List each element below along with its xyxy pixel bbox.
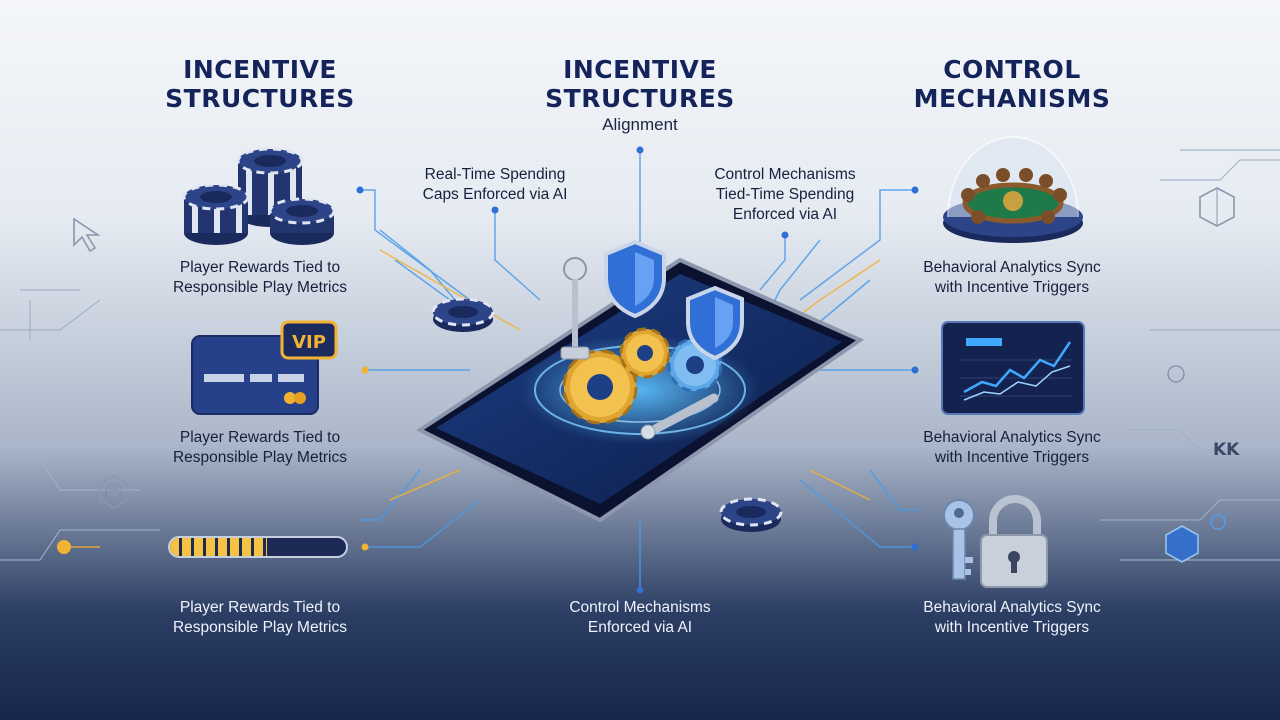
left-heading: INCENTIVE STRUCTURES [150, 55, 370, 113]
hexagon-node-icon [1199, 187, 1235, 227]
center-heading-line2: STRUCTURES [545, 84, 735, 113]
cursor-arrow-icon [73, 217, 101, 253]
left-heading-line2: STRUCTURES [165, 84, 355, 113]
callout-line: Caps Enforced via AI [422, 186, 568, 203]
caption-line: Responsible Play Metrics [172, 619, 347, 636]
center-subheading: Alignment [602, 115, 678, 134]
caption-line: Player Rewards Tied to [179, 599, 341, 616]
callout-control-mechanisms: Control Mechanisms Tied-Time Spending En… [665, 165, 905, 225]
cube-node-icon [1165, 525, 1199, 563]
shield-icon-2 [686, 285, 744, 361]
callout-line: Control Mechanisms [569, 599, 711, 616]
shield-icon [604, 239, 666, 319]
callout-line: Tied-Time Spending [715, 186, 855, 203]
caption-line: with Incentive Triggers [934, 619, 1090, 636]
kk-glyph-icon: KK [1213, 440, 1240, 460]
caption-line: Behavioral Analytics Sync [923, 259, 1101, 276]
caption-line: Player Rewards Tied to [179, 429, 341, 446]
callout-enforced-ai: Control Mechanisms Enforced via AI [520, 598, 760, 638]
left-heading-line1: INCENTIVE [183, 55, 337, 84]
callout-spending-caps: Real-Time Spending Caps Enforced via AI [375, 165, 615, 205]
progress-bar-icon [168, 536, 348, 558]
center-heading: INCENTIVE STRUCTURES [530, 55, 750, 113]
right-heading-line1: CONTROL [943, 55, 1081, 84]
right-heading: CONTROL MECHANISMS [900, 55, 1124, 113]
caption-line: Behavioral Analytics Sync [923, 599, 1101, 616]
right-item-2-caption: Behavioral Analytics Sync with Incentive… [892, 428, 1132, 468]
callout-line: Enforced via AI [732, 206, 838, 223]
callout-line: Control Mechanisms [714, 166, 856, 183]
analytics-chart-icon [941, 321, 1085, 415]
left-item-2-caption: Player Rewards Tied to Responsible Play … [140, 428, 380, 468]
caption-line: with Incentive Triggers [934, 279, 1090, 296]
caption-line: Player Rewards Tied to [179, 259, 341, 276]
caption-line: with Incentive Triggers [934, 449, 1090, 466]
casino-dome-icon [943, 136, 1083, 243]
callout-line: Enforced via AI [587, 619, 693, 636]
vip-card-icon: VIP [191, 320, 338, 415]
poker-chip-icon-2 [719, 497, 783, 532]
left-item-3-caption: Player Rewards Tied to Responsible Play … [140, 598, 380, 638]
lever-handle-icon [640, 393, 719, 440]
progress-fill [170, 538, 267, 556]
callout-line: Real-Time Spending [424, 166, 566, 183]
caption-line: Behavioral Analytics Sync [923, 429, 1101, 446]
left-item-1-caption: Player Rewards Tied to Responsible Play … [140, 258, 380, 298]
caption-line: Responsible Play Metrics [172, 449, 347, 466]
right-item-3-caption: Behavioral Analytics Sync with Incentive… [892, 598, 1132, 638]
vip-badge: VIP [292, 332, 326, 353]
caption-line: Responsible Play Metrics [172, 279, 347, 296]
right-item-1-caption: Behavioral Analytics Sync with Incentive… [892, 258, 1132, 298]
center-heading-line1: INCENTIVE [563, 55, 717, 84]
poker-chips-icon [182, 147, 336, 245]
right-heading-line2: MECHANISMS [913, 84, 1111, 113]
joystick-lever-icon [560, 257, 590, 360]
target-node-icon [99, 475, 129, 509]
poker-chip-icon [431, 297, 495, 332]
key-lock-icon [943, 495, 1048, 588]
